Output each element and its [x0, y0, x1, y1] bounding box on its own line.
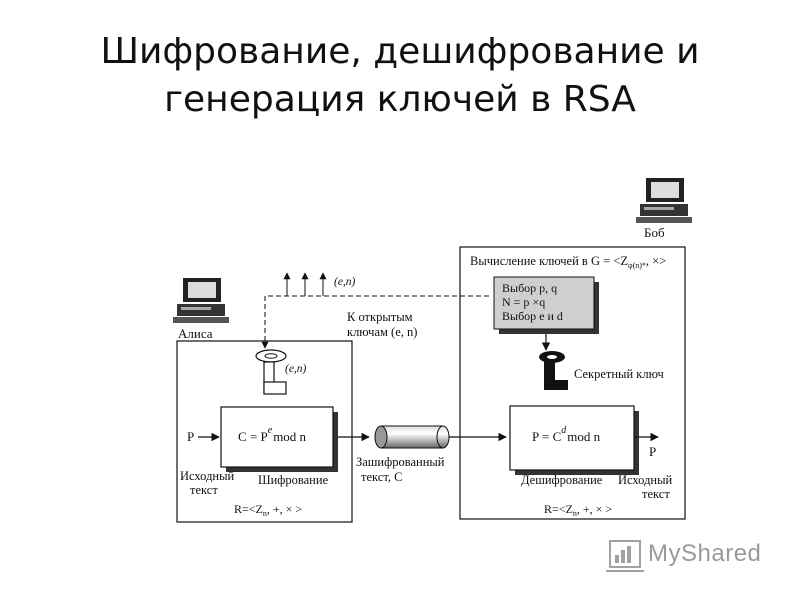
key-icon-secret [539, 351, 568, 390]
cipher-label-1: Зашифрованный [356, 455, 445, 469]
keygen-title: Вычисление ключей в G = <Zφ(n)*, ×> [470, 254, 666, 270]
p-input: P [187, 429, 194, 444]
cipher-label-2: текст, C [361, 470, 402, 484]
computer-icon-alice [173, 278, 229, 323]
decryption-label: Дешифрование [521, 473, 603, 487]
watermark-text: MyShared [648, 540, 762, 567]
title-line-2: генерация ключей в RSA [164, 79, 636, 120]
to-public-line-2: ключам (e, n) [347, 325, 417, 339]
enc-formula: C = Pemod n [238, 425, 307, 444]
p-output: P [649, 444, 656, 459]
select-ed: Выбор e и d [502, 309, 563, 323]
public-key-dashed-line [261, 295, 489, 349]
alice-label: Алиса [178, 326, 213, 341]
decryption-box [509, 405, 635, 471]
public-en-label: (e,n) [334, 276, 356, 288]
plain-in-1: Исходный [180, 469, 235, 483]
ring-left: R=<Zn, +, × > [234, 502, 302, 518]
ring-right: R=<Zn, +, × > [544, 502, 612, 518]
dec-formula: P = Cdmod n [532, 425, 601, 444]
n-equals: N = p ×q [502, 295, 545, 309]
computer-icon-bob [636, 178, 692, 223]
encryption-label: Шифрование [258, 473, 329, 487]
select-pq: Выбор p, q [502, 281, 557, 295]
encryption-box [220, 406, 334, 468]
logo-icon [606, 540, 644, 572]
to-public-line-1: К открытым [347, 310, 413, 324]
secret-key-label: Секретный ключ [574, 367, 664, 381]
plain-in-2: текст [190, 483, 218, 497]
keygen-box [493, 276, 595, 330]
plain-out-2: текст [642, 487, 670, 501]
bob-frame [459, 246, 686, 520]
title-line-1: Шифрование, дешифрование и [100, 31, 700, 72]
key-icon-public [255, 349, 287, 395]
bob-label: Боб [644, 225, 665, 240]
cipher-cylinder [374, 425, 450, 449]
plain-out-1: Исходный [618, 473, 673, 487]
key-en-label: (e,n) [285, 363, 307, 375]
page-title: Шифрование, дешифрование и генерация клю… [0, 28, 800, 124]
